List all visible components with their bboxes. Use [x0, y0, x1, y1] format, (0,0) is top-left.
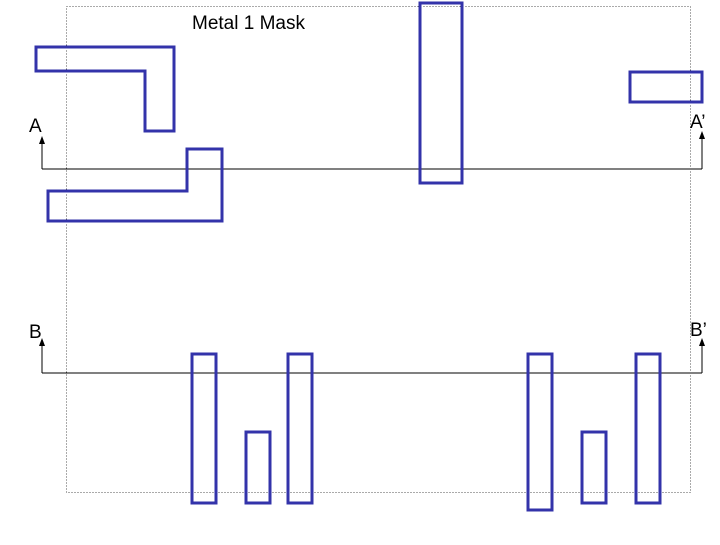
diagram-title: Metal 1 Mask: [192, 13, 305, 34]
section-label-b: B: [29, 322, 42, 343]
metal-strip-3: [286, 352, 314, 505]
section-label-a-prime: A’: [690, 112, 706, 133]
metal-strip-5: [580, 430, 608, 505]
section-label-b-prime: B’: [690, 320, 707, 341]
metal-shape-center-bar: [418, 1, 464, 185]
metal-shape-lower-left-l: [46, 147, 224, 223]
metal-shape-right-stub: [628, 70, 704, 104]
metal-strip-4: [526, 352, 554, 512]
cut-arrow-a-left-head: [39, 136, 45, 144]
metal-strip-6: [634, 352, 662, 505]
metal1-shapes: [34, 1, 704, 512]
cut-arrow-b-right-head: [699, 338, 705, 346]
cut-arrow-a-right-head: [699, 131, 705, 139]
cut-arrow-b-left-head: [39, 338, 45, 346]
mask-boundary: [66, 6, 691, 493]
metal-strip-2: [244, 430, 272, 505]
metal-strip-1: [190, 352, 218, 505]
metal-shape-upper-left-l: [34, 45, 176, 133]
section-label-a: A: [29, 116, 42, 137]
